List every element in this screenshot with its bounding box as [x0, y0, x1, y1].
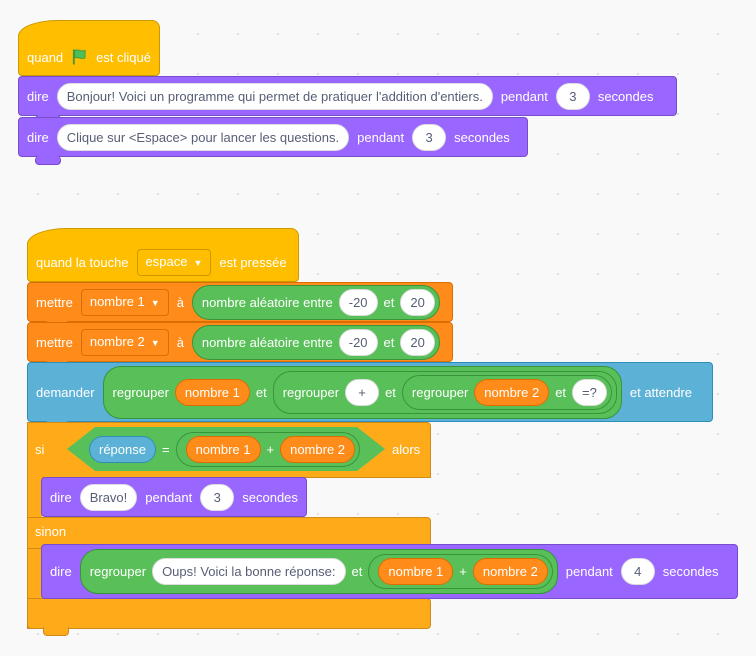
- and-wait-label: et attendre: [629, 384, 693, 400]
- block-notch: [35, 156, 61, 165]
- say-block-1[interactable]: dire Bonjour! Voici un programme qui per…: [18, 76, 677, 124]
- say-bravo-block[interactable]: dire Bravo! pendant 3 secondes: [41, 477, 307, 517]
- when-flag-clicked-block[interactable]: quand est cliqué: [18, 20, 160, 76]
- random-reporter[interactable]: nombre aléatoire entre -20 et 20: [191, 324, 440, 360]
- and-label: et: [351, 564, 363, 579]
- join-reporter[interactable]: regrouper Oups! Voici la bonne réponse: …: [79, 549, 558, 594]
- variable-reporter[interactable]: nombre 2: [280, 436, 355, 463]
- random-reporter[interactable]: nombre aléatoire entre -20 et 20: [191, 284, 440, 320]
- and-label: et: [555, 384, 567, 400]
- set-variable-block-2[interactable]: mettre nombre 2 ▼ à nombre aléatoire entr…: [27, 322, 453, 370]
- and-label: et: [383, 294, 395, 310]
- question-text-input[interactable]: =?: [572, 378, 607, 406]
- to-label: à: [176, 294, 184, 310]
- secs-input[interactable]: 3: [412, 123, 447, 151]
- set-label: mettre: [36, 294, 73, 310]
- variable-value: nombre 2: [89, 333, 145, 349]
- ask-label: demander: [36, 384, 95, 400]
- ask-and-wait-block[interactable]: demander regrouper nombre 1 et regrouper…: [27, 362, 713, 430]
- random-to-input[interactable]: 20: [400, 288, 435, 316]
- key-value: espace: [145, 253, 188, 269]
- say-text-input[interactable]: Bonjour! Voici un programme qui permet d…: [56, 82, 493, 110]
- join-label: regrouper: [89, 564, 147, 579]
- variable-dropdown[interactable]: nombre 1 ▼: [80, 288, 169, 316]
- if-label: si: [35, 442, 45, 457]
- secondes-label: secondes: [597, 88, 654, 104]
- equals-label: =: [161, 441, 170, 457]
- secs-input[interactable]: 4: [620, 558, 655, 585]
- chevron-down-icon: ▼: [193, 257, 203, 268]
- variable-reporter[interactable]: nombre 2: [472, 558, 548, 585]
- join-text-input[interactable]: Oups! Voici la bonne réponse:: [152, 558, 346, 585]
- when-label: quand: [27, 49, 64, 65]
- pendant-label: pendant: [357, 129, 405, 145]
- plus-label: +: [266, 441, 275, 457]
- join-reporter[interactable]: regrouper nombre 2 et =?: [401, 374, 612, 410]
- then-label: alors: [392, 442, 421, 457]
- else-label: sinon: [35, 524, 67, 539]
- join-label: regrouper: [411, 384, 469, 400]
- if-else-bottom-arm: [27, 598, 431, 629]
- variable-reporter[interactable]: nombre 1: [174, 378, 250, 406]
- say-label: dire: [50, 489, 72, 505]
- set-label: mettre: [36, 334, 73, 350]
- join-reporter[interactable]: regrouper + et regrouper nombre 2 et =?: [272, 370, 617, 414]
- random-label: nombre aléatoire entre: [201, 334, 333, 350]
- green-flag-icon: [73, 49, 86, 65]
- and-label: et: [383, 334, 395, 350]
- clicked-label: est cliqué: [96, 49, 151, 65]
- pendant-label: pendant: [500, 88, 548, 104]
- random-from-input[interactable]: -20: [338, 328, 378, 356]
- variable-value: nombre 1: [89, 293, 145, 309]
- equals-condition[interactable]: réponse = nombre 1 + nombre 2: [67, 427, 385, 471]
- when-key-pressed-block[interactable]: quand la touche espace ▼ est pressée: [27, 228, 299, 282]
- variable-reporter[interactable]: nombre 2: [474, 378, 550, 406]
- when-key-label: quand la touche: [36, 254, 129, 270]
- pendant-label: pendant: [145, 489, 193, 505]
- secs-input[interactable]: 3: [555, 82, 590, 110]
- random-label: nombre aléatoire entre: [201, 294, 333, 310]
- join-reporter[interactable]: regrouper nombre 1 et regrouper + et reg…: [102, 365, 622, 419]
- say-block-2[interactable]: dire Clique sur <Espace> pour lancer les…: [18, 117, 528, 165]
- secondes-label: secondes: [454, 129, 510, 145]
- secondes-label: secondes: [662, 564, 719, 579]
- join-label: regrouper: [112, 384, 169, 400]
- set-variable-block-1[interactable]: mettre nombre 1 ▼ à nombre aléatoire entr…: [27, 282, 453, 330]
- random-from-input[interactable]: -20: [338, 288, 378, 316]
- key-dropdown[interactable]: espace ▼: [136, 248, 212, 276]
- say-oops-block[interactable]: dire regrouper Oups! Voici la bonne répo…: [41, 544, 738, 599]
- say-text-input[interactable]: Bravo!: [79, 483, 138, 511]
- add-reporter[interactable]: nombre 1 + nombre 2: [368, 554, 553, 589]
- and-label: et: [255, 384, 267, 400]
- to-label: à: [176, 334, 184, 350]
- block-notch: [43, 627, 69, 636]
- variable-reporter[interactable]: nombre 1: [186, 436, 261, 463]
- variable-dropdown[interactable]: nombre 2 ▼: [80, 328, 169, 356]
- pressed-label: est pressée: [219, 254, 287, 270]
- add-reporter[interactable]: nombre 1 + nombre 2: [176, 432, 360, 467]
- plus-label: +: [459, 564, 467, 579]
- secondes-label: secondes: [242, 489, 298, 505]
- chevron-down-icon: ▼: [150, 297, 160, 308]
- if-else-block[interactable]: si sinon alors réponse = nombre 1 + nomb…: [27, 422, 431, 636]
- secs-input[interactable]: 3: [200, 483, 235, 511]
- join-label: regrouper: [282, 384, 340, 400]
- say-text-input[interactable]: Clique sur <Espace> pour lancer les ques…: [56, 123, 350, 151]
- answer-reporter[interactable]: réponse: [89, 436, 156, 463]
- random-to-input[interactable]: 20: [400, 328, 435, 356]
- variable-reporter[interactable]: nombre 1: [378, 558, 454, 585]
- plus-text-input[interactable]: +: [345, 378, 380, 406]
- chevron-down-icon: ▼: [150, 337, 160, 348]
- say-label: dire: [27, 88, 49, 104]
- and-label: et: [385, 384, 396, 400]
- pendant-label: pendant: [565, 564, 613, 579]
- say-label: dire: [50, 564, 72, 579]
- say-label: dire: [27, 129, 49, 145]
